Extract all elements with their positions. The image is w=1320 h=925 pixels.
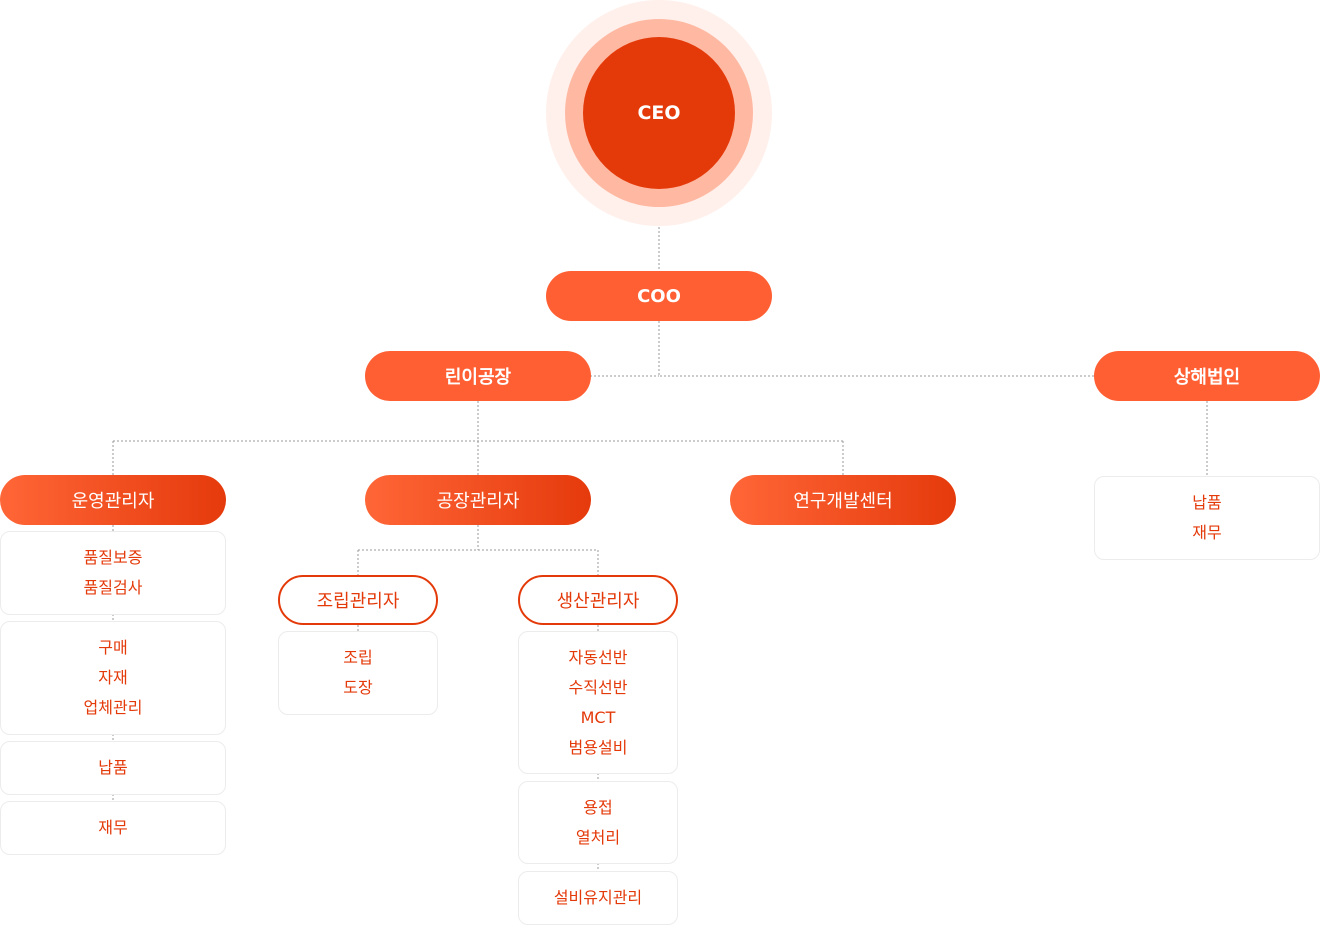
production-duties-box: 용접 열처리 bbox=[518, 781, 678, 864]
operations-manager-label: 운영관리자 bbox=[71, 491, 155, 512]
rnd-center-label: 연구개발센터 bbox=[793, 491, 893, 512]
duty-item: 자재 bbox=[98, 668, 128, 687]
duty-item: 구매 bbox=[98, 638, 128, 657]
duty-item: 조립 bbox=[343, 648, 373, 667]
duty-item: 도장 bbox=[343, 678, 373, 697]
assembly-manager-node: 조립관리자 bbox=[278, 575, 438, 625]
duty-item: 업체관리 bbox=[83, 698, 143, 717]
duty-item: 범용설비 bbox=[568, 737, 628, 757]
duty-item: 품질검사 bbox=[83, 578, 143, 597]
linyi-factory-node: 린이공장 bbox=[365, 351, 591, 401]
duty-item: 재무 bbox=[1192, 523, 1222, 542]
duty-item: 납품 bbox=[1192, 493, 1222, 512]
operations-duties-box: 구매 자재 업체관리 bbox=[0, 621, 226, 735]
operations-duties-box: 품질보증 품질검사 bbox=[0, 531, 226, 615]
duty-item: 용접 bbox=[583, 797, 613, 817]
ceo-node: CEO bbox=[583, 37, 735, 189]
shanghai-duties-box: 납품 재무 bbox=[1094, 476, 1320, 560]
assembly-manager-label: 조립관리자 bbox=[316, 591, 400, 612]
duty-item: 열처리 bbox=[575, 827, 621, 847]
coo-node: COO bbox=[546, 271, 772, 321]
duty-item: 자동선반 bbox=[568, 647, 628, 667]
production-duties-box: 자동선반 수직선반 MCT 범용설비 bbox=[518, 631, 678, 774]
production-manager-label: 생산관리자 bbox=[556, 591, 640, 612]
factory-manager-node: 공장관리자 bbox=[365, 475, 591, 525]
ceo-label: CEO bbox=[637, 102, 681, 124]
factory-manager-label: 공장관리자 bbox=[436, 491, 520, 512]
production-duties-box: 설비유지관리 bbox=[518, 871, 678, 925]
duty-item: 설비유지관리 bbox=[553, 888, 643, 907]
duty-item: MCT bbox=[580, 707, 616, 727]
duty-item: 재무 bbox=[98, 818, 128, 837]
duty-item: 납품 bbox=[98, 758, 128, 777]
rnd-center-node: 연구개발센터 bbox=[730, 475, 956, 525]
shanghai-branch-label: 상해법인 bbox=[1173, 367, 1241, 388]
duty-item: 품질보증 bbox=[83, 548, 143, 567]
production-manager-node: 생산관리자 bbox=[518, 575, 678, 625]
operations-duties-box: 재무 bbox=[0, 801, 226, 855]
coo-label: COO bbox=[637, 285, 681, 307]
shanghai-branch-node: 상해법인 bbox=[1094, 351, 1320, 401]
operations-duties-box: 납품 bbox=[0, 741, 226, 795]
operations-manager-node: 운영관리자 bbox=[0, 475, 226, 525]
assembly-duties-box: 조립 도장 bbox=[278, 631, 438, 715]
linyi-factory-label: 린이공장 bbox=[444, 367, 512, 388]
duty-item: 수직선반 bbox=[568, 677, 628, 697]
